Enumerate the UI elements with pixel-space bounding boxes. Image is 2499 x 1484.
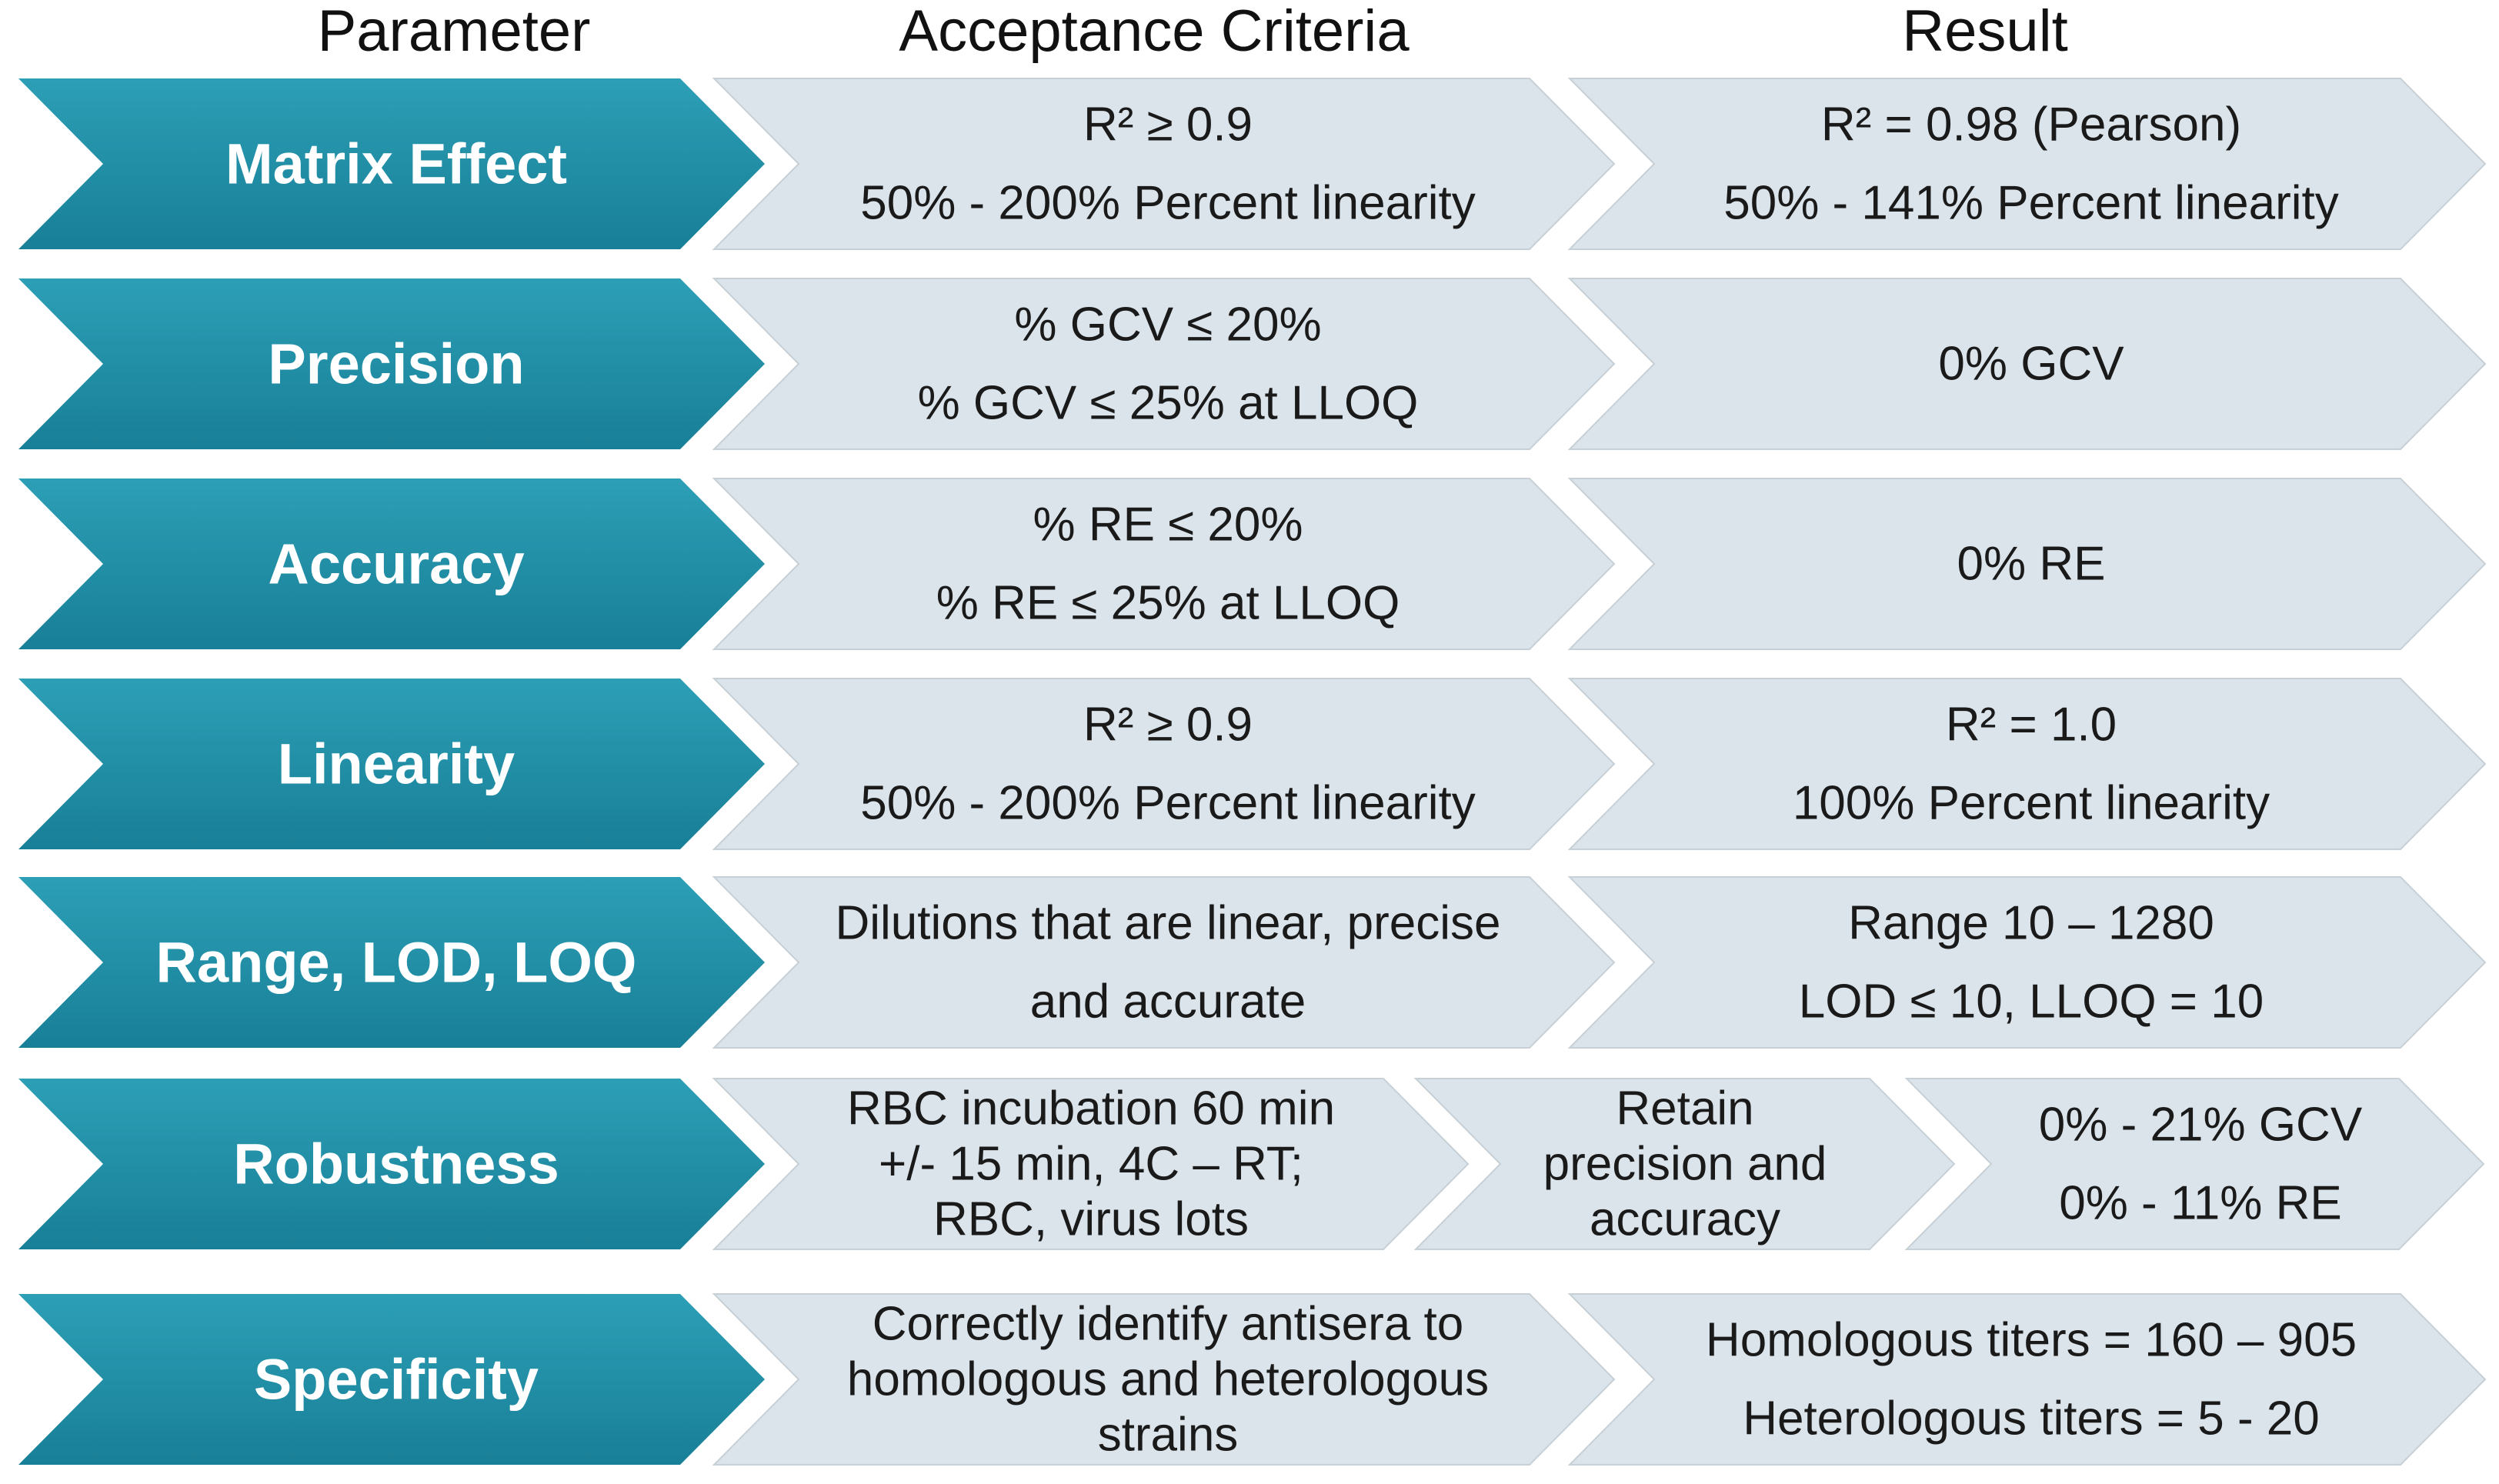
- parameter-chevron: [18, 1294, 765, 1465]
- criteria-line: 50% - 200% Percent linearity: [860, 777, 1476, 830]
- parameter-label: Specificity: [254, 1348, 539, 1412]
- result-chevron: [1567, 1293, 2487, 1466]
- result-line: 0% RE: [1957, 538, 2106, 591]
- criteria-chevron: [712, 278, 1616, 450]
- header-result: Result: [1902, 0, 2068, 64]
- result-line: LOD ≤ 10, LLOQ = 10: [1799, 975, 2264, 1029]
- row-2: Precision % GCV ≤ 20% % GCV ≤ 25% at LLOQ 0…: [18, 278, 2487, 450]
- criteria-chevron: [712, 1078, 1470, 1250]
- result-line: Homologous titers = 160 – 905: [1706, 1314, 2357, 1367]
- header-parameter: Parameter: [317, 0, 591, 64]
- parameter-chevron: [18, 78, 765, 249]
- parameter-label: Linearity: [278, 732, 515, 796]
- extra-line: Retain: [1616, 1082, 1753, 1136]
- criteria-chevron: [712, 678, 1616, 850]
- criteria-line: % RE ≤ 25% at LLOQ: [936, 577, 1400, 630]
- result-line: R² = 0.98 (Pearson): [1821, 98, 2241, 152]
- parameter-chevron: [18, 679, 765, 849]
- result-chevron: [1904, 1078, 2485, 1250]
- criteria-line: and accurate: [1030, 975, 1306, 1029]
- parameter-label: Precision: [268, 332, 524, 396]
- criteria-line: +/- 15 min, 4C – RT;: [879, 1138, 1303, 1191]
- result-line: 100% Percent linearity: [1793, 777, 2270, 830]
- criteria-chevron: [712, 876, 1616, 1049]
- extra-line: accuracy: [1590, 1193, 1780, 1246]
- parameter-label: Robustness: [233, 1132, 559, 1196]
- header-acceptance-criteria: Acceptance Criteria: [899, 0, 1410, 64]
- criteria-line: 50% - 200% Percent linearity: [860, 177, 1476, 230]
- criteria-line: R² ≥ 0.9: [1083, 98, 1253, 152]
- result-line: 0% - 21% GCV: [2039, 1099, 2363, 1152]
- parameter-chevron: [18, 877, 765, 1048]
- row-6: Robustness RBC incubation 60 min+/- 15 mi…: [18, 1078, 2485, 1250]
- parameter-chevron: [18, 479, 765, 649]
- row-1: Matrix Effect R² ≥ 0.9 50% - 200% Percent …: [18, 78, 2487, 250]
- criteria-line: % GCV ≤ 20%: [1014, 298, 1321, 352]
- criteria-line: strains: [1098, 1409, 1239, 1462]
- parameter-label: Accuracy: [268, 532, 524, 596]
- criteria-chevron: [712, 478, 1616, 650]
- criteria-line: RBC, virus lots: [933, 1193, 1249, 1246]
- criteria-chevron: [712, 1293, 1616, 1466]
- criteria-line: R² ≥ 0.9: [1083, 699, 1253, 752]
- result-line: 0% - 11% RE: [2059, 1177, 2342, 1230]
- result-line: Range 10 – 1280: [1848, 897, 2214, 950]
- result-chevron: [1567, 478, 2487, 650]
- result-line: R² = 1.0: [1946, 699, 2117, 752]
- criteria-line: RBC incubation 60 min: [847, 1082, 1335, 1136]
- result-chevron: [1567, 278, 2487, 450]
- criteria-line: Dilutions that are linear, precise: [835, 897, 1500, 950]
- result-chevron: [1567, 876, 2487, 1049]
- row-7: Specificity Correctly identify antisera t…: [18, 1293, 2487, 1466]
- parameter-chevron: [18, 278, 765, 449]
- row-5: Range, LOD, LOQ Dilutions that are linear…: [18, 876, 2487, 1049]
- criteria-line: % GCV ≤ 25% at LLOQ: [918, 377, 1419, 430]
- result-line: Heterologous titers = 5 - 20: [1743, 1392, 2320, 1446]
- parameter-label: Matrix Effect: [225, 132, 567, 196]
- result-line: 0% GCV: [1938, 338, 2124, 391]
- extra-chevron: [1413, 1078, 1956, 1250]
- criteria-chevron: [712, 78, 1616, 250]
- parameter-chevron: [18, 1079, 765, 1249]
- result-line: 50% - 141% Percent linearity: [1723, 177, 2339, 230]
- row-4: Linearity R² ≥ 0.9 50% - 200% Percent line…: [18, 678, 2487, 850]
- result-chevron: [1567, 678, 2487, 850]
- criteria-line: % RE ≤ 20%: [1033, 499, 1303, 552]
- result-chevron: [1567, 78, 2487, 250]
- row-3: Accuracy % RE ≤ 20% % RE ≤ 25% at LLOQ 0% R…: [18, 478, 2487, 650]
- criteria-line: Correctly identify antisera to: [872, 1298, 1463, 1351]
- extra-line: precision and: [1543, 1138, 1827, 1191]
- criteria-line: homologous and heterologous: [847, 1353, 1489, 1406]
- parameter-label: Range, LOD, LOQ: [156, 931, 637, 995]
